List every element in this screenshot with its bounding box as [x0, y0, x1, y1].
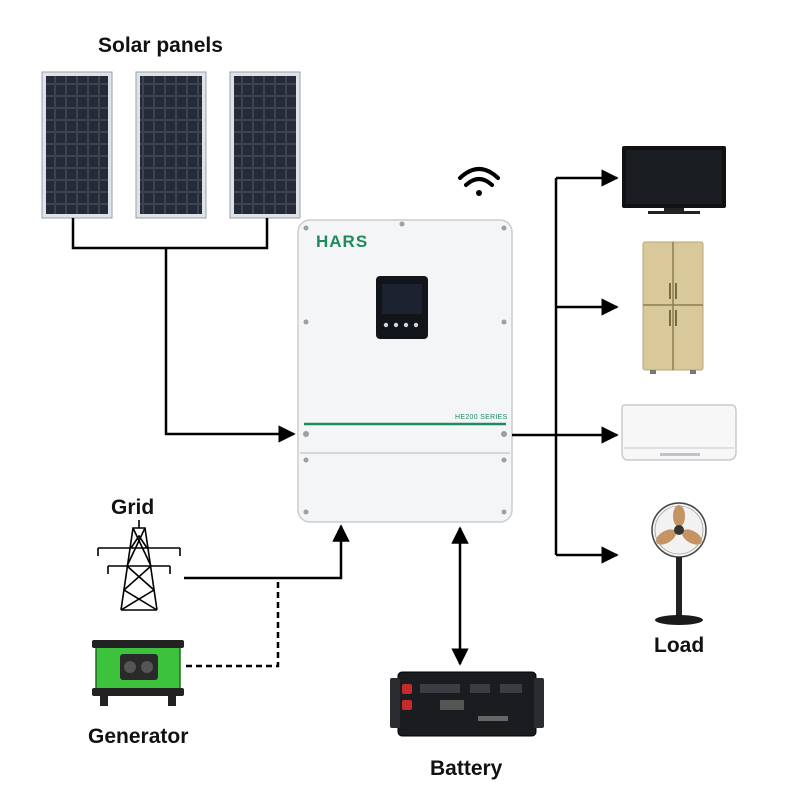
solar-panel-icon	[135, 71, 207, 219]
inverter-series: HE200 SERIES	[455, 414, 508, 421]
tv-icon	[622, 146, 726, 214]
generator-label: Generator	[88, 725, 189, 748]
inverter-unit	[297, 219, 513, 523]
fan-icon	[651, 502, 707, 625]
solar-panels-label: Solar panels	[98, 34, 223, 57]
generator-connection-line	[186, 578, 280, 668]
battery-label: Battery	[430, 757, 503, 780]
solar-connection-line	[71, 218, 296, 443]
solar-panel-icon	[41, 71, 113, 219]
solar-panel-icon	[229, 71, 301, 219]
refrigerator-icon	[642, 241, 704, 374]
battery-icon	[390, 671, 544, 737]
generator-icon	[92, 640, 184, 706]
inverter-brand: HARS	[316, 232, 369, 251]
load-label: Load	[654, 634, 705, 657]
air-conditioner-icon	[621, 404, 737, 461]
transmission-tower-icon	[97, 520, 181, 611]
wifi-icon	[458, 167, 500, 196]
grid-connection-line	[184, 524, 350, 580]
load-connection-line	[512, 169, 619, 564]
grid-label: Grid	[111, 496, 155, 519]
